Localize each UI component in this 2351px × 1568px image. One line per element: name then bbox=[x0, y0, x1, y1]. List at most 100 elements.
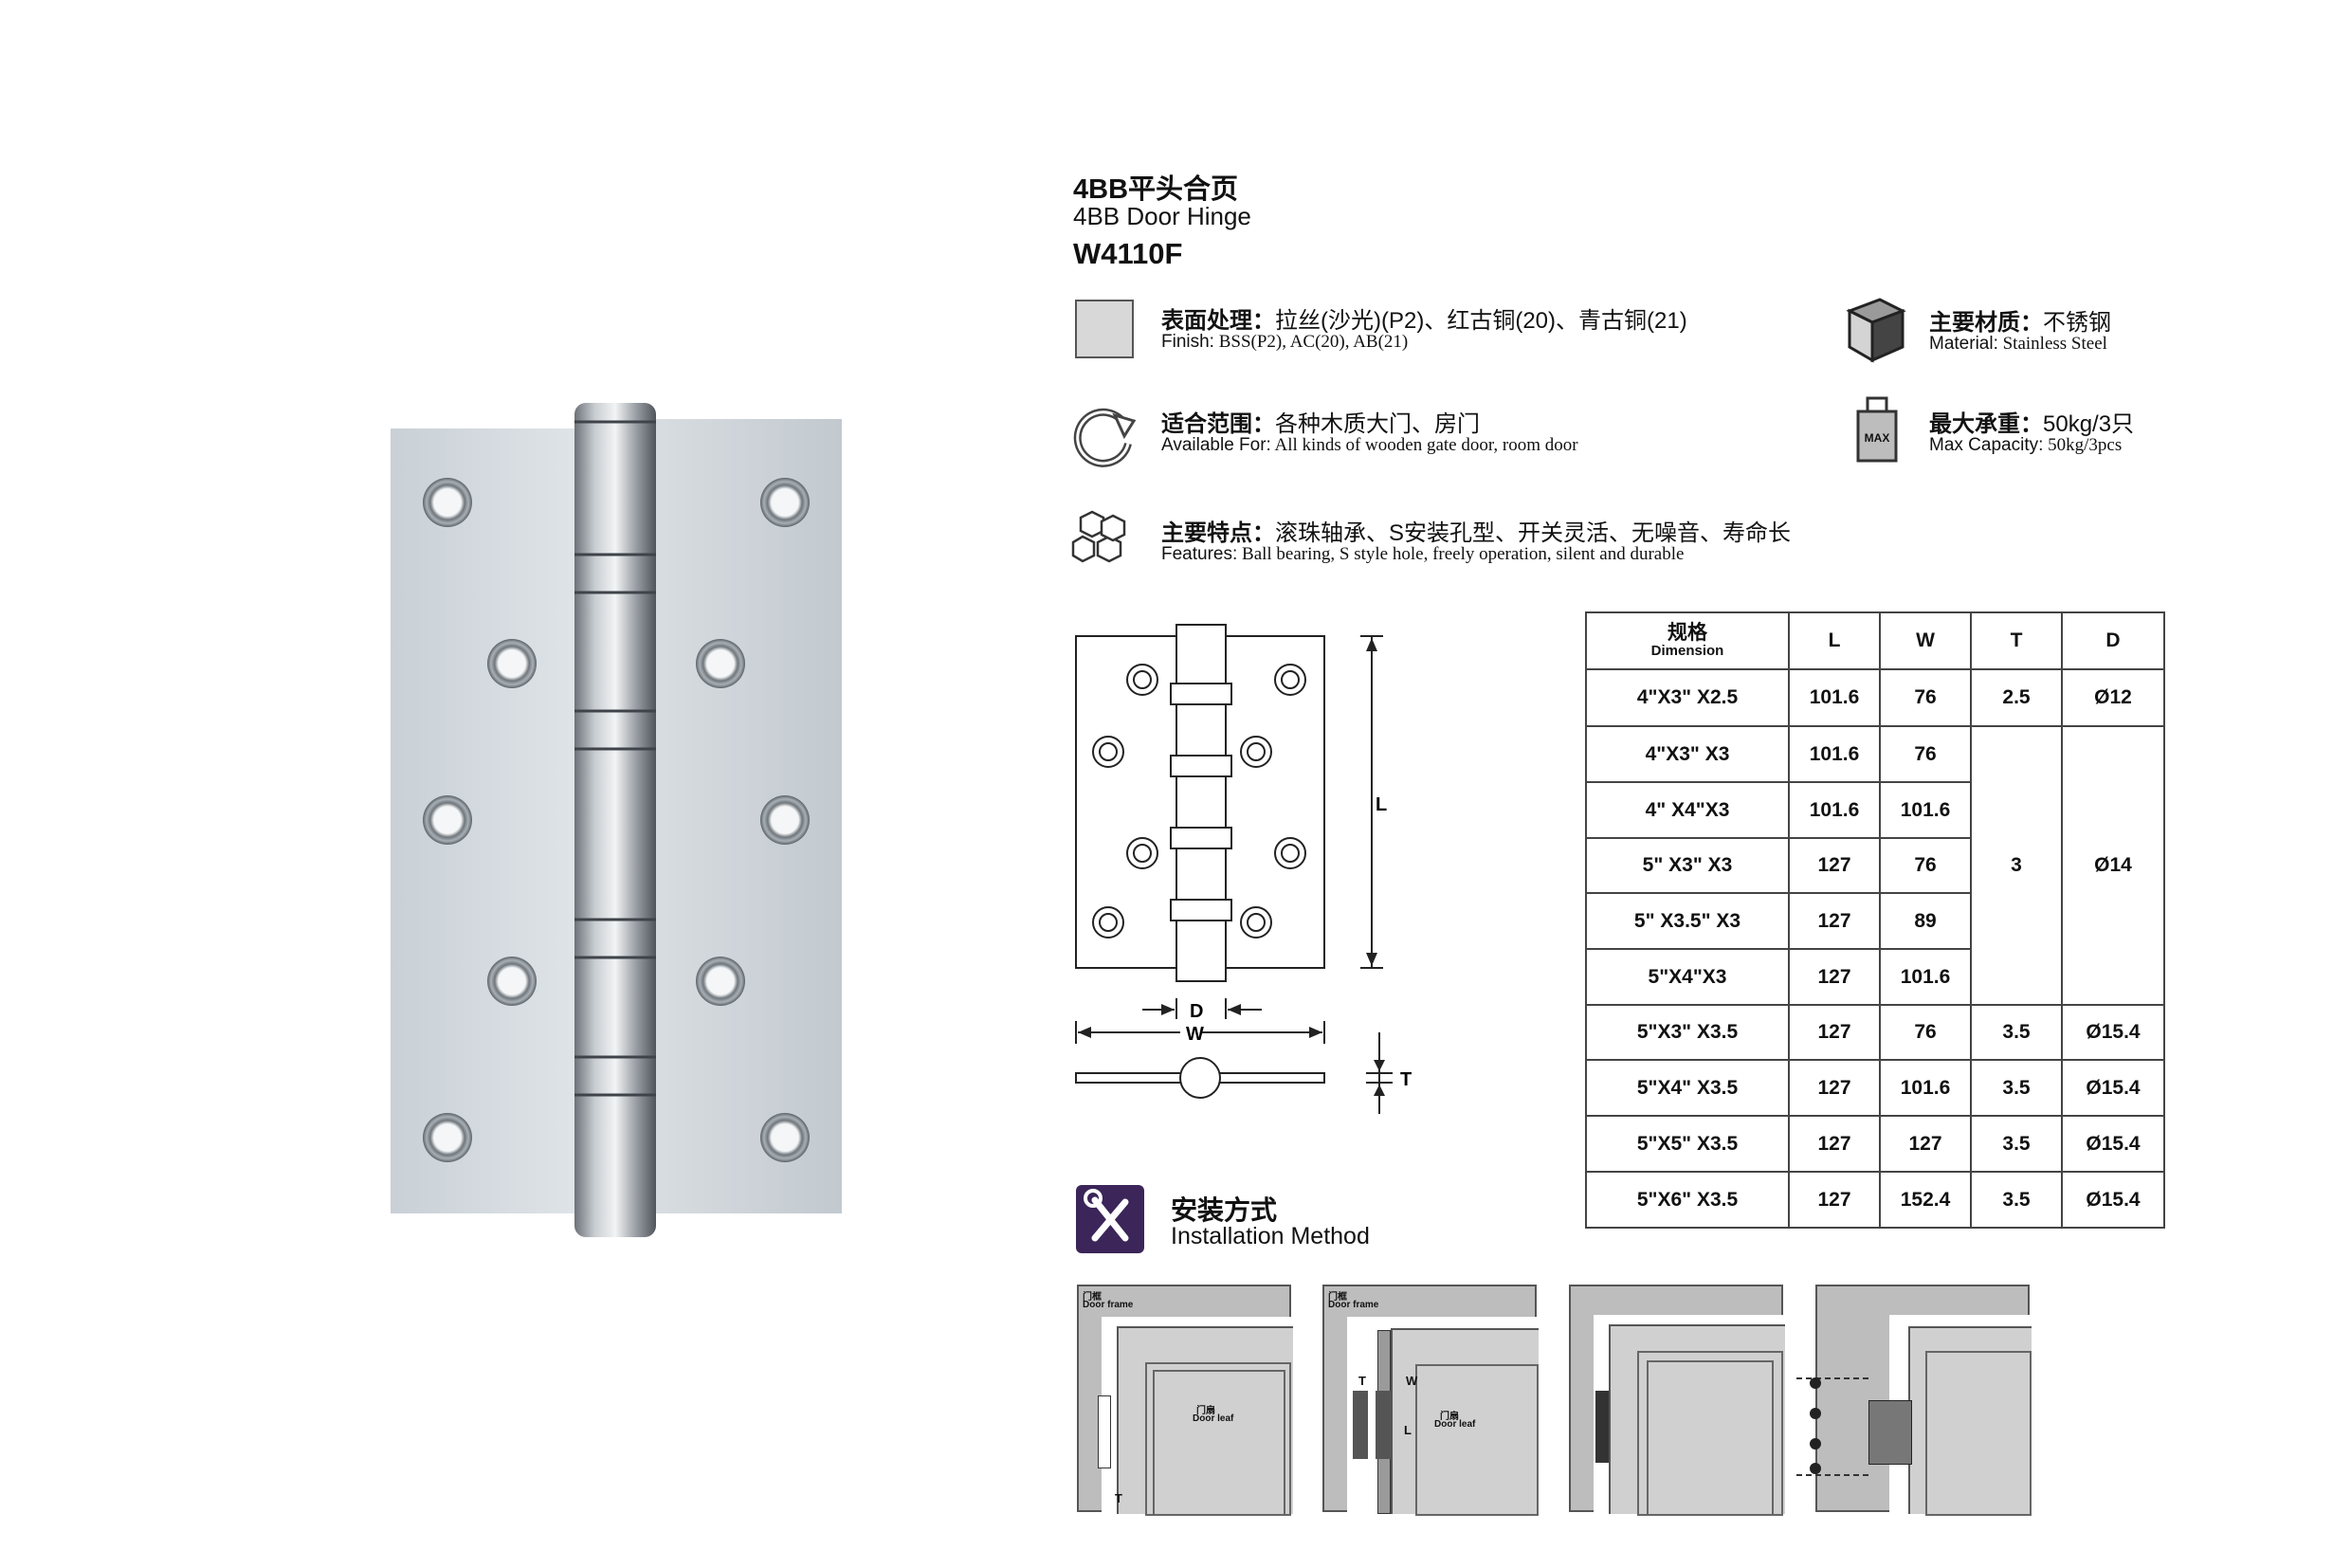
frame-label-cn: 门框 bbox=[1328, 1292, 1347, 1303]
finish-cn: 表面处理：拉丝(沙光)(P2)、红古铜(20)、青古铜(21) bbox=[1161, 301, 1687, 335]
installation-title-cn: 安装方式 bbox=[1171, 1195, 1278, 1225]
cell-L: 127 bbox=[1788, 1059, 1881, 1117]
table-row: 4"X3" X3 101.6 76 3 Ø14 bbox=[1585, 725, 2165, 1006]
table-row: 5"X3" X3.5 127 76 3.5 Ø15.4 bbox=[1585, 1004, 2165, 1061]
cell-dimension: 4"X3" X2.5 bbox=[1585, 668, 1790, 727]
finish-swatch-icon bbox=[1075, 300, 1134, 358]
cell-W: 101.6 bbox=[1879, 948, 1972, 1006]
hinge-product-photo bbox=[391, 403, 842, 1237]
cell-D: Ø15.4 bbox=[2061, 1115, 2165, 1173]
features-value-cn: 滚珠轴承、S安装孔型、开关灵活、无噪音、寿命长 bbox=[1275, 520, 1792, 546]
cell-dimension: 4"X3" X3 bbox=[1585, 725, 1790, 783]
installation-title-en: Installation Method bbox=[1171, 1223, 1370, 1249]
cell-W: 76 bbox=[1879, 837, 1972, 894]
weight-icon-text: MAX bbox=[1865, 431, 1890, 445]
header-T: T bbox=[1970, 611, 2063, 670]
cell-W: 76 bbox=[1879, 725, 1972, 783]
cube-icon bbox=[1846, 298, 1906, 363]
installation-step-4 bbox=[1796, 1285, 2032, 1516]
capacity-cn: 最大承重：50kg/3只 bbox=[1929, 405, 2134, 438]
cell-D: Ø15.4 bbox=[2061, 1004, 2165, 1061]
product-title-cn: 4BB平头合页 bbox=[1073, 174, 1239, 205]
features-en: Features: Ball bearing, S style hole, fr… bbox=[1161, 544, 1684, 565]
cell-L: 127 bbox=[1788, 1115, 1881, 1173]
drawing-label-L: L bbox=[1376, 794, 1387, 815]
header-L: L bbox=[1788, 611, 1881, 670]
finish-value-en: BSS(P2), AC(20), AB(21) bbox=[1218, 332, 1409, 352]
cell-W: 127 bbox=[1879, 1115, 1972, 1173]
usage-value-en: All kinds of wooden gate door, room door bbox=[1274, 435, 1578, 455]
cell-D: Ø15.4 bbox=[2061, 1171, 2165, 1229]
cell-T: 3.5 bbox=[1970, 1004, 2063, 1061]
step2-label-T: T bbox=[1358, 1374, 1366, 1388]
features-label-cn: 主要特点： bbox=[1161, 520, 1275, 546]
usage-label-cn: 适合范围： bbox=[1161, 411, 1275, 437]
material-en: Material: Stainless Steel bbox=[1929, 334, 2107, 355]
tools-icon bbox=[1076, 1185, 1144, 1253]
finish-label-en: Finish: bbox=[1161, 332, 1214, 352]
finish-en: Finish: BSS(P2), AC(20), AB(21) bbox=[1161, 332, 1408, 353]
material-label-cn: 主要材质： bbox=[1929, 310, 2043, 336]
installation-step-3 bbox=[1569, 1285, 1785, 1516]
usage-label-en: Available For: bbox=[1161, 435, 1271, 455]
capacity-label-en: Max Capacity: bbox=[1929, 435, 2044, 455]
product-title-en: 4BB Door Hinge bbox=[1073, 202, 1251, 230]
capacity-en: Max Capacity: 50kg/3pcs bbox=[1929, 435, 2122, 456]
weight-icon: MAX bbox=[1856, 396, 1898, 463]
table-header-row: 规格 Dimension L W T D bbox=[1585, 611, 2165, 670]
cell-dimension: 5" X3" X3 bbox=[1585, 837, 1790, 894]
cell-dimension: 5"X6" X3.5 bbox=[1585, 1171, 1790, 1229]
cell-L: 101.6 bbox=[1788, 725, 1881, 783]
cell-T: 3.5 bbox=[1970, 1115, 2063, 1173]
usage-cn: 适合范围：各种木质大门、房门 bbox=[1161, 405, 1480, 438]
cell-L: 101.6 bbox=[1788, 668, 1881, 727]
table-row: 5" X3.5" X3 127 89 bbox=[1585, 892, 2164, 950]
header-dimension-cn: 规格 bbox=[1668, 622, 1707, 644]
step2-label-W: W bbox=[1406, 1374, 1418, 1388]
usage-value-cn: 各种木质大门、房门 bbox=[1275, 411, 1480, 437]
cell-L: 127 bbox=[1788, 837, 1881, 894]
cell-D: Ø15.4 bbox=[2061, 1059, 2165, 1117]
cell-W: 76 bbox=[1879, 668, 1972, 727]
cell-dimension: 5" X3.5" X3 bbox=[1585, 892, 1790, 950]
cell-dimension: 5"X3" X3.5 bbox=[1585, 1004, 1790, 1061]
cell-dimension: 5"X5" X3.5 bbox=[1585, 1115, 1790, 1173]
cell-L: 127 bbox=[1788, 948, 1881, 1006]
material-cn: 主要材质：不锈钢 bbox=[1929, 303, 2111, 337]
drawing-label-D: D bbox=[1190, 1001, 1203, 1022]
features-value-en: Ball bearing, S style hole, freely opera… bbox=[1242, 544, 1685, 564]
installation-step-2: 门框 Door frame 门扇 Door leaf T W L bbox=[1322, 1285, 1539, 1516]
table-row: 4"X3" X2.5 101.6 76 2.5 Ø12 bbox=[1585, 668, 2165, 727]
model-number: W4110F bbox=[1073, 237, 1183, 270]
table-row: 5"X4"X3 127 101.6 bbox=[1585, 948, 2164, 1006]
material-value-en: Stainless Steel bbox=[2002, 334, 2107, 354]
hinge-technical-drawing: L D W T bbox=[1075, 624, 1412, 1114]
cell-T: 2.5 bbox=[1970, 668, 2063, 727]
finish-value-cn: 拉丝(沙光)(P2)、红古铜(20)、青古铜(21) bbox=[1275, 308, 1687, 334]
leaf-label-en: Door leaf bbox=[1434, 1419, 1476, 1430]
finish-label-cn: 表面处理： bbox=[1161, 308, 1275, 334]
features-cn: 主要特点：滚珠轴承、S安装孔型、开关灵活、无噪音、寿命长 bbox=[1161, 514, 1791, 547]
cell-L: 127 bbox=[1788, 1004, 1881, 1061]
table-row: 5"X4" X3.5 127 101.6 3.5 Ø15.4 bbox=[1585, 1059, 2165, 1117]
header-dimension: 规格 Dimension bbox=[1585, 611, 1790, 670]
drawing-label-W: W bbox=[1186, 1024, 1204, 1045]
leaf-label-en: Door leaf bbox=[1193, 1413, 1234, 1424]
step1-label-T: T bbox=[1115, 1491, 1122, 1505]
table-row: 5"X6" X3.5 127 152.4 3.5 Ø15.4 bbox=[1585, 1171, 2165, 1229]
frame-label-cn: 门框 bbox=[1083, 1292, 1102, 1303]
header-dimension-en: Dimension bbox=[1650, 643, 1724, 659]
leaf-label-cn: 门扇 bbox=[1196, 1406, 1215, 1416]
cell-L: 101.6 bbox=[1788, 781, 1881, 839]
cell-dimension: 4" X4"X3 bbox=[1585, 781, 1790, 839]
features-label-en: Features: bbox=[1161, 544, 1238, 564]
header-D: D bbox=[2061, 611, 2165, 670]
header-W: W bbox=[1879, 611, 1972, 670]
drawing-label-T: T bbox=[1400, 1069, 1412, 1090]
cell-dimension: 5"X4" X3.5 bbox=[1585, 1059, 1790, 1117]
cell-T: 3.5 bbox=[1970, 1171, 2063, 1229]
cell-W: 89 bbox=[1879, 892, 1972, 950]
cell-W: 152.4 bbox=[1879, 1171, 1972, 1229]
frame-label-en: Door frame bbox=[1328, 1300, 1379, 1310]
cell-W: 101.6 bbox=[1879, 781, 1972, 839]
